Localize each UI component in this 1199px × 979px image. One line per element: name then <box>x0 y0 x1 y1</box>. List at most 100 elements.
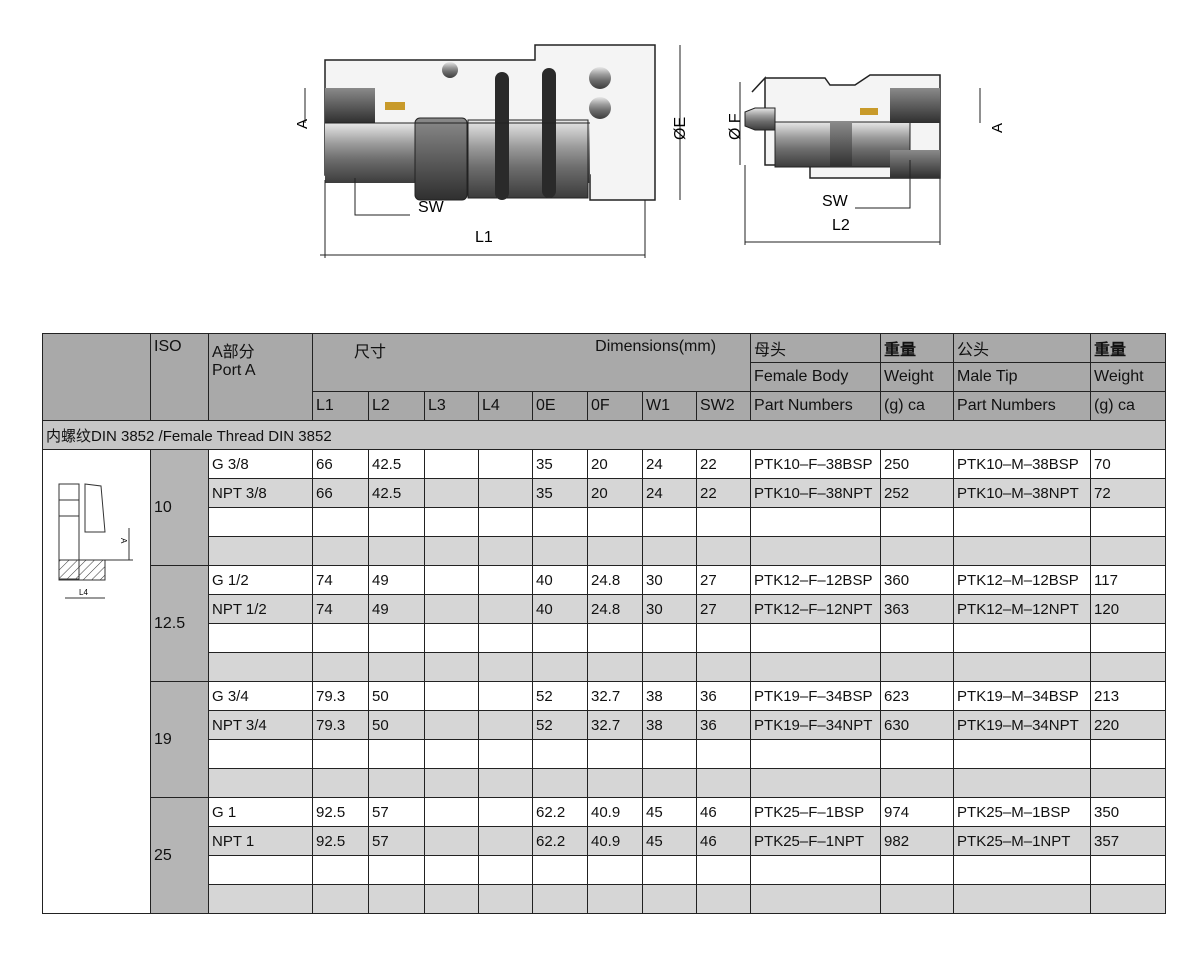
table-cell <box>478 565 533 595</box>
header-weight1-cn: 重量 <box>880 333 955 363</box>
table-cell <box>368 507 425 537</box>
table-cell: 62.2 <box>532 826 588 856</box>
table-cell: 213 <box>1090 681 1167 711</box>
table-cell <box>1090 623 1167 653</box>
table-cell <box>478 797 533 827</box>
table-cell: 50 <box>368 710 425 740</box>
table-cell <box>750 884 882 914</box>
table-cell: G 1/2 <box>208 565 313 595</box>
table-cell <box>424 449 479 479</box>
header-female-cn: 母头 <box>750 333 882 363</box>
header-dimensions: 尺寸 Dimensions(mm) <box>311 333 752 392</box>
table-cell <box>424 565 479 595</box>
table-cell <box>1090 884 1167 914</box>
table-cell: PTK19–M–34BSP <box>953 681 1092 711</box>
table-cell: 32.7 <box>587 710 643 740</box>
table-cell: 57 <box>368 826 425 856</box>
table-row <box>43 536 1167 566</box>
table-cell <box>532 884 588 914</box>
table-cell <box>750 536 882 566</box>
table-row <box>43 768 1167 798</box>
table-cell <box>424 855 479 885</box>
dimension-label-sw-male: SW <box>822 193 849 210</box>
table-cell <box>478 652 533 682</box>
table-cell: PTK10–M–38BSP <box>953 449 1092 479</box>
table-cell <box>695 507 752 537</box>
thumb-label-a: A <box>119 538 128 544</box>
table-cell: 79.3 <box>312 681 369 711</box>
table-cell: 42.5 <box>368 478 425 508</box>
table-cell <box>642 652 697 682</box>
table-cell: 74 <box>312 565 369 595</box>
table-cell <box>642 855 697 885</box>
table-cell: 22 <box>695 449 752 479</box>
table-cell: 57 <box>368 797 425 827</box>
table-cell: 50 <box>368 681 425 711</box>
iso-size-cell: 19 <box>150 681 209 798</box>
table-cell <box>368 884 425 914</box>
table-cell <box>312 652 369 682</box>
table-cell <box>642 507 697 537</box>
table-cell: 40 <box>532 594 588 624</box>
table-cell <box>695 768 752 798</box>
table-cell <box>587 884 643 914</box>
table-cell: 24.8 <box>587 565 643 595</box>
table-cell: 36 <box>695 710 752 740</box>
table-cell <box>208 652 313 682</box>
table-cell: PTK25–F–1NPT <box>750 826 882 856</box>
table-cell <box>1090 536 1167 566</box>
header-dim-col: L3 <box>424 391 479 421</box>
table-cell <box>953 768 1092 798</box>
table-cell <box>424 797 479 827</box>
table-cell: 120 <box>1090 594 1167 624</box>
table-cell: 42.5 <box>368 449 425 479</box>
table-cell <box>208 855 313 885</box>
table-cell: 49 <box>368 594 425 624</box>
table-cell: 62.2 <box>532 797 588 827</box>
table-cell <box>695 623 752 653</box>
table-cell: 974 <box>880 797 955 827</box>
table-cell <box>208 507 313 537</box>
table-cell <box>1090 768 1167 798</box>
table-row <box>43 623 1167 653</box>
table-cell: PTK12–F–12BSP <box>750 565 882 595</box>
table-cell <box>424 826 479 856</box>
table-cell: 72 <box>1090 478 1167 508</box>
table-cell: NPT 3/8 <box>208 478 313 508</box>
table-cell <box>208 623 313 653</box>
table-cell <box>312 536 369 566</box>
table-cell: 982 <box>880 826 955 856</box>
header-dim-en: Dimensions(mm) <box>595 338 717 355</box>
table-cell: 38 <box>642 681 697 711</box>
table-cell <box>532 652 588 682</box>
table-cell <box>208 884 313 914</box>
table-cell <box>1090 739 1167 769</box>
table-cell <box>208 768 313 798</box>
table-cell: PTK25–M–1NPT <box>953 826 1092 856</box>
header-blank <box>42 333 151 421</box>
table-cell: PTK19–F–34NPT <box>750 710 882 740</box>
header-male-en: Male Tip <box>953 362 1092 392</box>
header-dim-col: 0F <box>587 391 643 421</box>
table-cell <box>695 739 752 769</box>
table-cell <box>532 768 588 798</box>
header-port-cn: A部分 <box>212 344 255 361</box>
table-cell <box>478 623 533 653</box>
table-cell <box>368 855 425 885</box>
header-weight1-en: Weight <box>880 362 955 392</box>
table-cell <box>478 478 533 508</box>
table-cell: 46 <box>695 826 752 856</box>
table-cell <box>478 710 533 740</box>
table-cell: 46 <box>695 797 752 827</box>
table-cell: 350 <box>1090 797 1167 827</box>
dimension-label-l2: L2 <box>832 217 850 234</box>
table-cell: NPT 1 <box>208 826 313 856</box>
table-cell <box>424 507 479 537</box>
table-cell: 40.9 <box>587 797 643 827</box>
